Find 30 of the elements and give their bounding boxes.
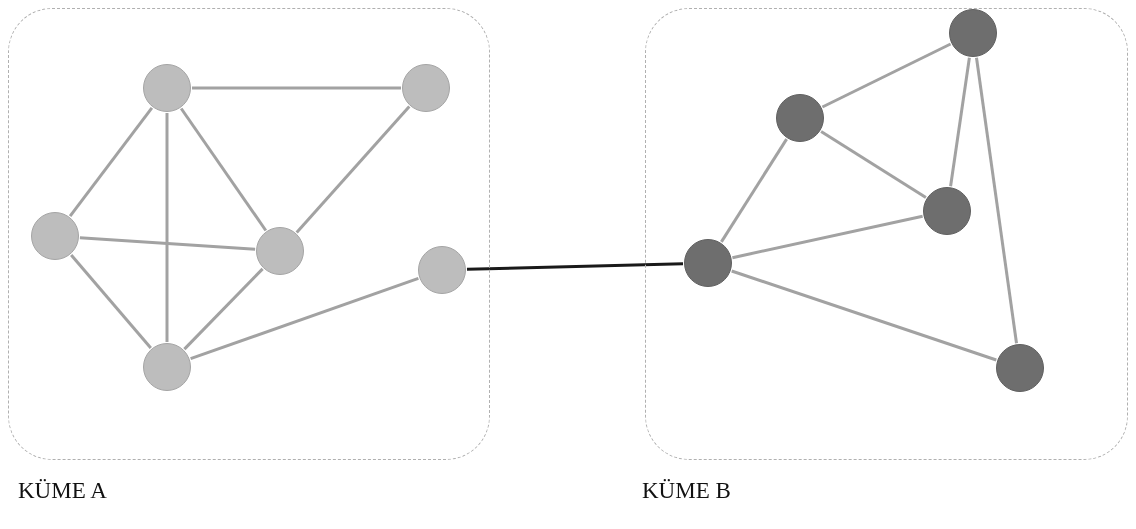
- connector-line: [466, 262, 684, 271]
- connector-line: [70, 254, 152, 349]
- connector-line: [949, 57, 971, 187]
- connector-line: [820, 130, 927, 199]
- graph-node: [402, 64, 450, 112]
- connector-line: [192, 86, 401, 90]
- connector-line: [975, 57, 1018, 344]
- connector-line: [295, 105, 411, 234]
- graph-node: [923, 187, 971, 235]
- graph-node: [143, 343, 191, 391]
- connector-line: [165, 113, 169, 342]
- connector-line: [68, 107, 154, 217]
- graph-node: [776, 94, 824, 142]
- connector-line: [732, 214, 923, 260]
- connector-line: [183, 267, 264, 351]
- connector-line: [720, 138, 788, 243]
- graph-node: [143, 64, 191, 112]
- connector-line: [821, 42, 952, 109]
- graph-node: [996, 344, 1044, 392]
- graph-node: [684, 239, 732, 287]
- connector-line: [79, 236, 256, 251]
- cluster-label: KÜME A: [18, 478, 107, 504]
- connector-line: [731, 269, 997, 362]
- graph-node: [949, 9, 997, 57]
- connector-line: [179, 107, 268, 232]
- graph-node: [418, 246, 466, 294]
- graph-node: [256, 227, 304, 275]
- graph-node: [31, 212, 79, 260]
- cluster-label: KÜME B: [642, 478, 731, 504]
- connector-line: [190, 276, 419, 361]
